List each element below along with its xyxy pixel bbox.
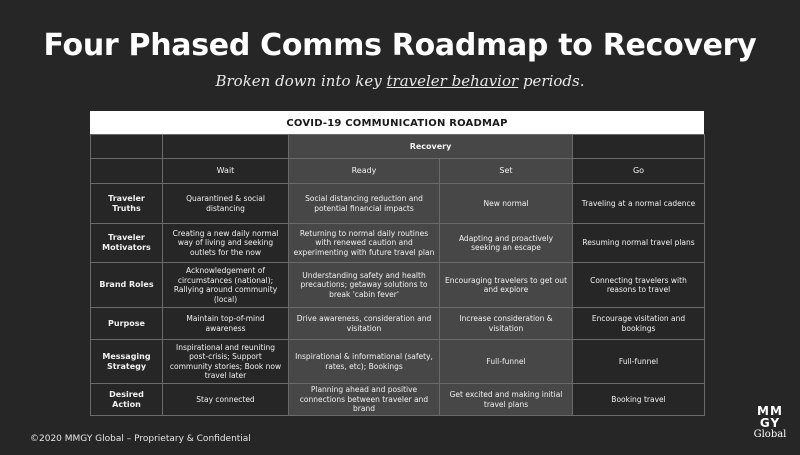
roadmap-table: COVID-19 COMMUNICATION ROADMAP Recovery … bbox=[90, 111, 705, 416]
empty-cell bbox=[572, 134, 705, 159]
subtitle-suffix: periods. bbox=[518, 72, 585, 90]
row-label-messaging-strategy: Messaging Strategy bbox=[90, 339, 163, 384]
roadmap-grid: Recovery Wait Ready Set Go Traveler Trut… bbox=[90, 134, 705, 416]
table-row: Traveler Motivators Creating a new daily… bbox=[90, 223, 705, 263]
table-cell: Full-funnel bbox=[572, 339, 705, 384]
table-cell: Encouraging travelers to get out and exp… bbox=[439, 262, 573, 308]
table-cell: Maintain top-of-mind awareness bbox=[162, 307, 289, 340]
row-label-brand-roles: Brand Roles bbox=[90, 262, 163, 308]
logo-line-3: Global bbox=[753, 429, 787, 440]
table-cell: Booking travel bbox=[572, 383, 705, 416]
table-cell: Creating a new daily normal way of livin… bbox=[162, 223, 289, 263]
table-cell: Understanding safety and health precauti… bbox=[288, 262, 440, 308]
table-row: Brand Roles Acknowledgement of circumsta… bbox=[90, 262, 705, 308]
subtitle-underlined: traveler behavior bbox=[386, 72, 519, 90]
empty-cell bbox=[162, 134, 289, 159]
table-cell: Stay connected bbox=[162, 383, 289, 416]
mmgy-logo: MM GY Global bbox=[748, 405, 792, 441]
row-label-traveler-motivators: Traveler Motivators bbox=[90, 223, 163, 263]
footer-copyright: ©2020 MMGY Global – Proprietary & Confid… bbox=[30, 434, 251, 444]
table-cell: Encourage visitation and bookings bbox=[572, 307, 705, 340]
table-cell: Inspirational and reuniting post-crisis;… bbox=[162, 339, 289, 384]
subtitle-prefix: Broken down into key bbox=[215, 72, 387, 90]
table-cell: Increase consideration & visitation bbox=[439, 307, 573, 340]
row-label-desired-action: Desired Action bbox=[90, 383, 163, 416]
table-row: Traveler Truths Quarantined & social dis… bbox=[90, 183, 705, 224]
table-cell: Full-funnel bbox=[439, 339, 573, 384]
phase-header-go: Go bbox=[572, 158, 705, 184]
group-header-recovery: Recovery bbox=[288, 134, 573, 159]
group-header-row: Recovery bbox=[90, 134, 705, 159]
table-cell: New normal bbox=[439, 183, 573, 224]
table-cell: Returning to normal daily routines with … bbox=[288, 223, 440, 263]
table-cell: Get excited and making initial travel pl… bbox=[439, 383, 573, 416]
table-cell: Traveling at a normal cadence bbox=[572, 183, 705, 224]
table-cell: Adapting and proactively seeking an esca… bbox=[439, 223, 573, 263]
table-cell: Acknowledgement of circumstances (nation… bbox=[162, 262, 289, 308]
table-cell: Connecting travelers with reasons to tra… bbox=[572, 262, 705, 308]
table-cell: Resuming normal travel plans bbox=[572, 223, 705, 263]
empty-cell bbox=[90, 134, 163, 159]
phase-header-set: Set bbox=[439, 158, 573, 184]
empty-cell bbox=[90, 158, 163, 184]
slide-title: Four Phased Comms Roadmap to Recovery bbox=[43, 28, 757, 63]
table-cell: Social distancing reduction and potentia… bbox=[288, 183, 440, 224]
phase-header-wait: Wait bbox=[162, 158, 289, 184]
table-row: Desired Action Stay connected Planning a… bbox=[90, 383, 705, 416]
phase-header-row: Wait Ready Set Go bbox=[90, 158, 705, 184]
table-cell: Planning ahead and positive connections … bbox=[288, 383, 440, 416]
logo-line-2: GY bbox=[759, 416, 781, 430]
table-cell: Inspirational & informational (safety, r… bbox=[288, 339, 440, 384]
logo-line-1: MM bbox=[757, 404, 783, 418]
table-cell: Quarantined & social distancing bbox=[162, 183, 289, 224]
table-cell: Drive awareness, consideration and visit… bbox=[288, 307, 440, 340]
phase-header-ready: Ready bbox=[288, 158, 440, 184]
table-heading: COVID-19 COMMUNICATION ROADMAP bbox=[90, 111, 704, 134]
slide-subtitle: Broken down into key traveler behavior p… bbox=[0, 72, 800, 90]
row-label-purpose: Purpose bbox=[90, 307, 163, 340]
table-row: Purpose Maintain top-of-mind awareness D… bbox=[90, 307, 705, 340]
row-label-traveler-truths: Traveler Truths bbox=[90, 183, 163, 224]
table-row: Messaging Strategy Inspirational and reu… bbox=[90, 339, 705, 384]
